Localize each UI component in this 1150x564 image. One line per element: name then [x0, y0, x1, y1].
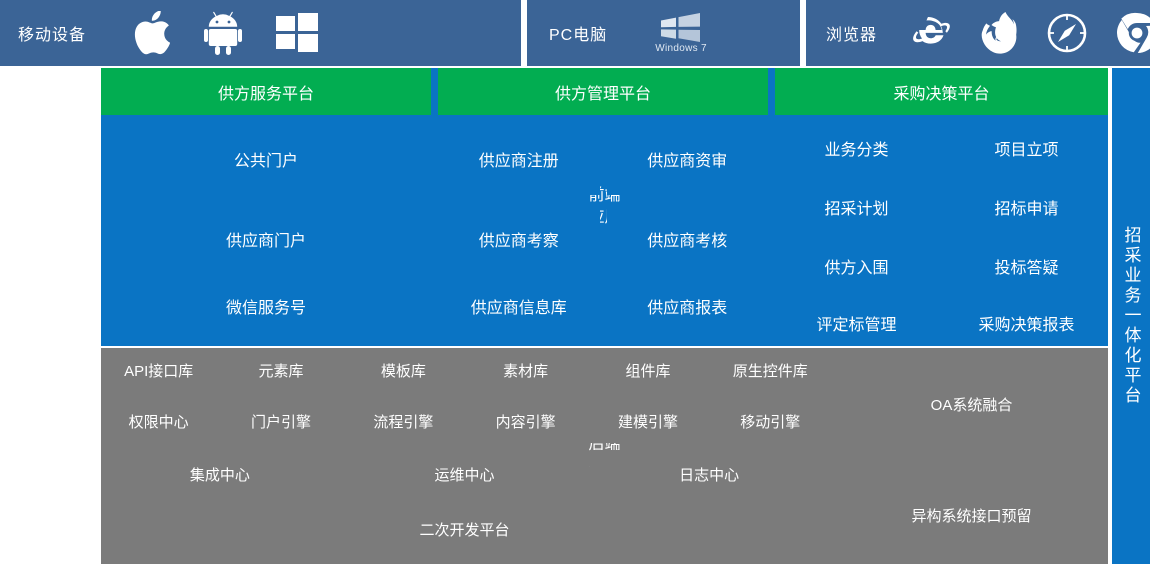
frontend-row: 供应商注册 供应商资审	[438, 122, 768, 195]
engine-tile[interactable]: 元素库	[223, 348, 339, 392]
module-tile[interactable]: 供应商考核	[606, 202, 768, 275]
module-tile[interactable]: 供应商注册	[438, 122, 600, 195]
backend-region: API接口库 元素库 模板库 素材库 组件库 原生控件库 权限中心 门户引擎 流…	[101, 348, 1108, 564]
engine-tile[interactable]: 建模引擎	[590, 399, 706, 443]
frontend-row: 招采计划 招标申请	[775, 181, 1108, 233]
topbar-label-mobile: 移动设备	[18, 27, 87, 44]
platform-header-supplier-management[interactable]: 供方管理平台	[438, 68, 768, 115]
frontend-column-procurement-decision: 采购决策平台 业务分类 项目立项 招采计划 招标申请 供方入围 投标答疑 评定标…	[775, 68, 1108, 353]
frontend-row: 供方入围 投标答疑	[775, 240, 1108, 292]
chrome-icon	[1115, 11, 1150, 55]
engine-tile[interactable]: 门户引擎	[223, 399, 339, 443]
windows-phone-icon	[276, 12, 319, 54]
windows7-caption: Windows 7	[655, 43, 707, 54]
topbar-segment-pc: PC电脑 Windows 7	[527, 0, 800, 66]
apple-icon	[134, 11, 171, 55]
engine-tile[interactable]: 素材库	[467, 348, 584, 392]
module-tile[interactable]: 供应商报表	[606, 282, 768, 329]
module-tile[interactable]: 供方入围	[775, 240, 938, 292]
module-tile[interactable]: 投标答疑	[945, 240, 1108, 292]
module-tile[interactable]: 供应商资审	[606, 122, 768, 195]
module-tile[interactable]: 供应商信息库	[438, 282, 600, 329]
engine-tile[interactable]: 内容引擎	[467, 399, 584, 443]
pc-icon-row: Windows 7	[655, 12, 707, 54]
frontend-row: 供应商信息库 供应商报表	[438, 282, 768, 329]
topbar-segment-browser: 浏览器	[806, 0, 1150, 66]
frontend-row: 微信服务号	[101, 282, 431, 329]
engine-tile[interactable]: API接口库	[101, 348, 217, 392]
integration-tile-oa[interactable]: OA系统融合	[835, 348, 1108, 460]
engine-tile[interactable]: 二次开发平台	[101, 505, 828, 553]
module-tile[interactable]: 微信服务号	[101, 282, 431, 329]
backend-row-centers: 集成中心 运维中心 日志中心	[101, 450, 829, 498]
module-tile[interactable]: 项目立项	[945, 122, 1108, 174]
device-topbar: 移动设备	[0, 0, 1150, 66]
backend-row-engines: 权限中心 门户引擎 流程引擎 内容引擎 建模引擎 移动引擎	[101, 399, 828, 443]
module-tile[interactable]: 公共门户	[101, 122, 431, 195]
mobile-icon-row	[134, 11, 319, 55]
platform-header-procurement-decision[interactable]: 采购决策平台	[775, 68, 1108, 115]
backend-left-group: API接口库 元素库 模板库 素材库 组件库 原生控件库 权限中心 门户引擎 流…	[101, 348, 829, 560]
windows7-icon: Windows 7	[655, 12, 707, 54]
module-tile[interactable]: 招标申请	[945, 181, 1108, 233]
frontend-row: 公共门户	[101, 122, 431, 195]
topbar-segment-mobile: 移动设备	[0, 0, 521, 66]
engine-tile[interactable]: 原生控件库	[712, 348, 828, 392]
frontend-column-supplier-management: 供方管理平台 供应商注册 供应商资审 供应商考察 供应商考核 供应商信息库 供应…	[438, 68, 768, 336]
topbar-label-browser: 浏览器	[826, 27, 878, 44]
backend-right-group: OA系统融合 异构系统接口预留	[835, 348, 1108, 564]
module-tile[interactable]: 供应商考察	[438, 202, 600, 275]
engine-tile[interactable]: 权限中心	[101, 399, 217, 443]
engine-tile[interactable]: 集成中心	[101, 450, 339, 498]
browser-icon-row	[905, 11, 1150, 55]
frontend-column-supplier-service: 供方服务平台 公共门户 供应商门户 微信服务号	[101, 68, 431, 336]
topbar-label-pc: PC电脑	[549, 27, 608, 44]
module-tile[interactable]: 评定标管理	[775, 299, 938, 346]
engine-tile[interactable]: 模板库	[345, 348, 461, 392]
topbar-divider-2	[800, 0, 806, 66]
module-tile[interactable]: 供应商门户	[101, 202, 431, 275]
integration-tile-heterogeneous[interactable]: 异构系统接口预留	[835, 467, 1108, 564]
rail-platform-title-label: 招采业务一体化平台	[1121, 226, 1141, 406]
backend-row-devplatform: 二次开发平台	[101, 505, 828, 553]
engine-tile[interactable]: 流程引擎	[345, 399, 461, 443]
platform-frame: 前端 应用 后端 引擎 招采业务一体化平台 供方服务平台 公共门户 供应商	[0, 66, 1150, 564]
frontend-row: 供应商考察 供应商考核	[438, 202, 768, 275]
rail-platform-title: 招采业务一体化平台	[1112, 68, 1150, 564]
module-tile[interactable]: 业务分类	[775, 122, 938, 174]
frontend-row: 业务分类 项目立项	[775, 122, 1108, 174]
internet-explorer-icon	[905, 11, 951, 55]
module-tile[interactable]: 招采计划	[775, 181, 938, 233]
frontend-row: 供应商门户	[101, 202, 431, 275]
module-tile[interactable]: 采购决策报表	[945, 299, 1108, 346]
safari-icon	[1045, 11, 1089, 55]
engine-tile[interactable]: 移动引擎	[712, 399, 828, 443]
engine-tile[interactable]: 日志中心	[590, 450, 829, 498]
firefox-icon	[977, 11, 1019, 55]
android-icon	[204, 11, 243, 55]
topbar-divider-1	[521, 0, 527, 66]
engine-tile[interactable]: 组件库	[590, 348, 706, 392]
platform-header-supplier-service[interactable]: 供方服务平台	[101, 68, 431, 115]
frontend-region: 供方服务平台 公共门户 供应商门户 微信服务号 供方管理平台 供应商注册 供应商…	[101, 68, 1108, 346]
engine-tile[interactable]: 运维中心	[345, 450, 584, 498]
backend-row-libraries: API接口库 元素库 模板库 素材库 组件库 原生控件库	[101, 348, 828, 392]
frontend-row: 评定标管理 采购决策报表	[775, 299, 1108, 346]
